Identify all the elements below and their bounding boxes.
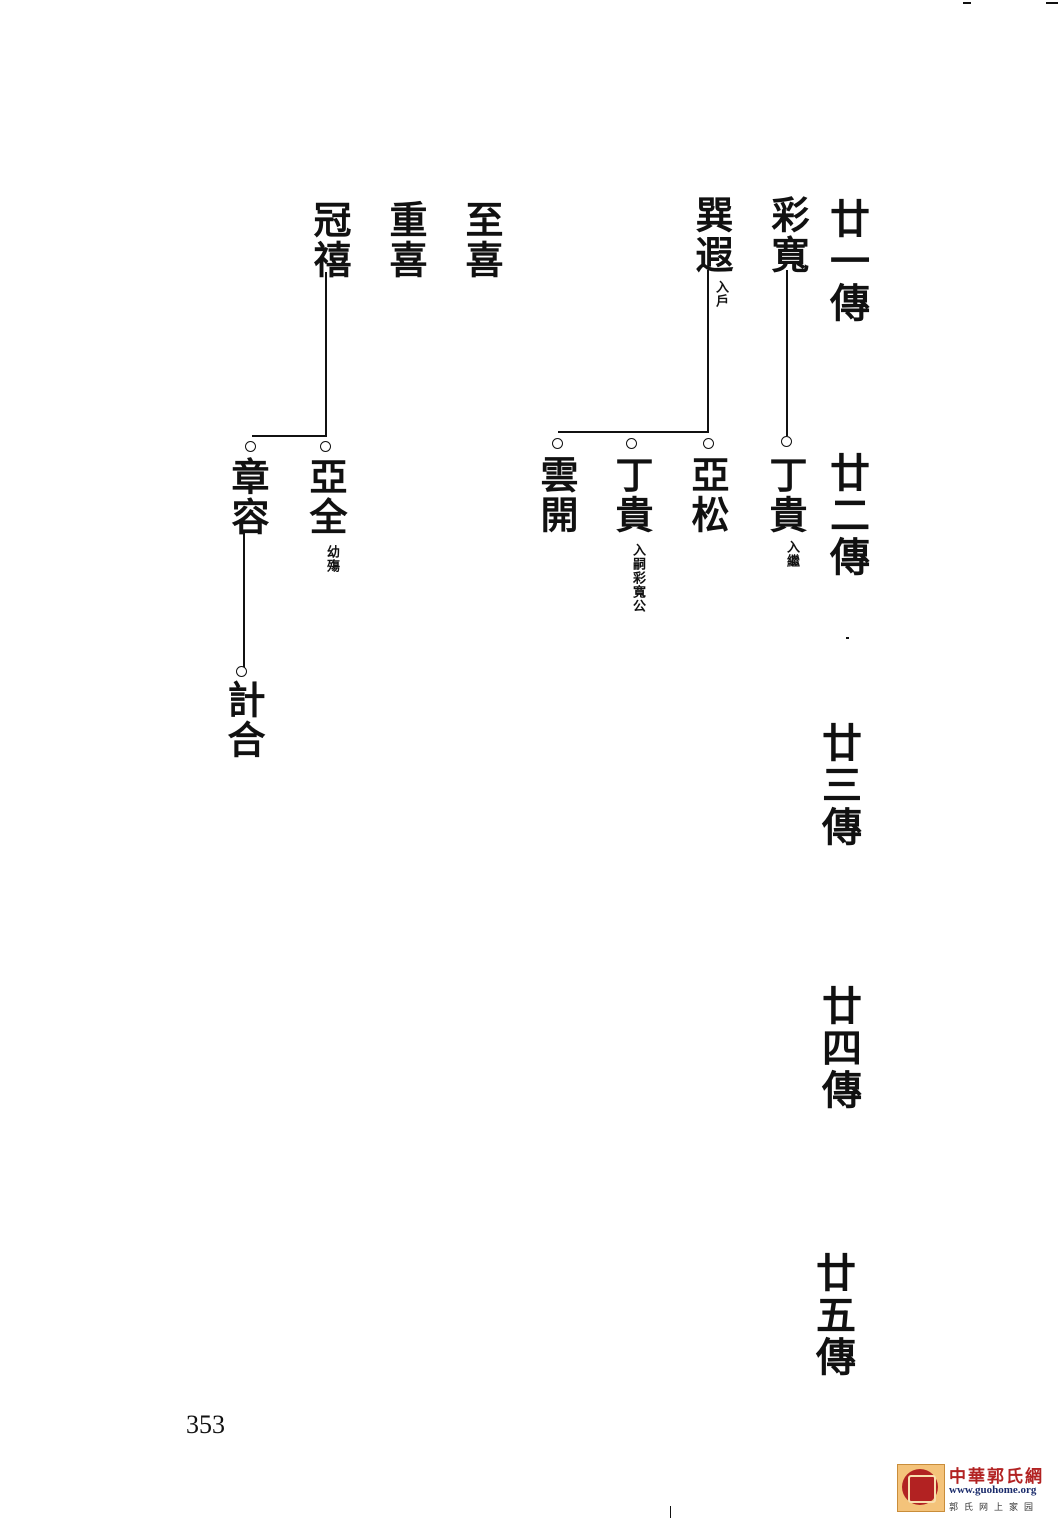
scan-mark — [846, 637, 849, 639]
generation-21-label: 廿一傳 — [823, 198, 870, 324]
site-watermark-logo: 中華郭氏網 www.guohome.org 郭氏网上家园 — [897, 1462, 1055, 1520]
page-number: 353 — [186, 1410, 225, 1439]
note-xunxia: 入戶 — [713, 280, 728, 308]
lineage-line-guanxi — [325, 272, 327, 436]
watermark-subtitle: 郭氏网上家园 — [949, 1503, 1040, 1513]
person-yunkai: 雲開 — [534, 455, 579, 535]
person-guanxi: 冠禧 — [307, 200, 352, 280]
generation-22-label: 廿二傳 — [823, 452, 870, 578]
watermark-title: 中華郭氏網 — [949, 1467, 1044, 1487]
node-zhangrong — [245, 441, 256, 452]
note-yaquan: 幼殤 — [324, 545, 339, 573]
person-dinggui-2: 丁貴 — [609, 455, 654, 535]
sibling-bar-xunxia — [558, 431, 709, 433]
generation-25-label: 廿五傳 — [809, 1252, 856, 1378]
person-dinggui-1: 丁貴 — [763, 455, 808, 535]
lineage-line-xunxia — [707, 270, 709, 432]
person-yasong: 亞松 — [685, 455, 730, 535]
person-zhangrong: 章容 — [225, 457, 270, 537]
lineage-line-zhangrong — [243, 532, 245, 668]
node-yaquan — [320, 441, 331, 452]
person-caikuan: 彩寬 — [765, 195, 810, 275]
person-zhixi: 至喜 — [459, 200, 504, 280]
scan-mark — [1046, 2, 1058, 4]
person-xunxia: 巽遐 — [689, 195, 734, 275]
person-jihe: 計合 — [221, 680, 266, 760]
emblem-icon — [897, 1464, 945, 1512]
lineage-line-caikuan — [786, 270, 788, 436]
node-yunkai — [552, 438, 563, 449]
generation-23-label: 廿三傳 — [815, 722, 862, 848]
node-dinggui-1 — [781, 436, 792, 447]
watermark-url: www.guohome.org — [949, 1484, 1037, 1496]
node-yasong — [703, 438, 714, 449]
generation-24-label: 廿四傳 — [815, 985, 862, 1111]
node-jihe — [236, 666, 247, 677]
scan-mark — [963, 2, 971, 4]
person-yaquan: 亞全 — [303, 457, 348, 537]
note-dinggui-2: 入嗣彩寬公 — [630, 543, 645, 613]
sibling-bar-guanxi — [252, 435, 327, 437]
node-dinggui-2 — [626, 438, 637, 449]
person-chongxi: 重喜 — [383, 200, 428, 280]
scan-mark — [670, 1506, 671, 1518]
note-dinggui-1: 入繼 — [784, 540, 799, 568]
